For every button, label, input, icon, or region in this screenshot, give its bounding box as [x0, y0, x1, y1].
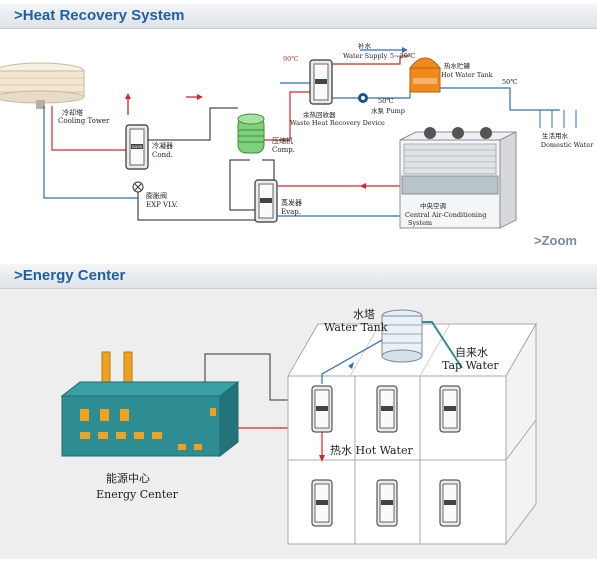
heat-recovery-diagram: 冷却塔 Cooling Tower BAYB 冷凝器 Cond. 膨胀阀 EXP… [0, 41, 594, 229]
ac-label-en1: Central Air-Conditioning [405, 211, 486, 219]
plate-exchanger-icon [439, 479, 461, 527]
pipe-tank-to-unit [321, 339, 383, 384]
central-ac-unit-icon [399, 127, 517, 229]
tank-label-cn: 热水贮罐 [444, 61, 471, 70]
plate-exchanger-icon [376, 385, 398, 433]
cond-label-cn: 冷凝器 [152, 141, 173, 150]
ac-label-cn: 中央空调 [420, 201, 446, 210]
energy-center-label-en: Energy Center [96, 488, 179, 501]
energy-center-diagram-panel: 能源中心 Energy Center 水塔 Water Tank 自来水 Tap… [0, 289, 597, 559]
domestic-label-cn: 生活用水 [542, 131, 569, 140]
pipe-tower-supply [51, 106, 130, 151]
pump-icon [358, 93, 368, 103]
cooling-tower-label-en: Cooling Tower [58, 117, 110, 125]
cooling-tower-icon [0, 62, 85, 109]
tap-water-label-en: Tap Water [442, 359, 499, 372]
temp-90-label: 90℃ [283, 55, 299, 63]
comp-label-en: Comp. [272, 146, 295, 154]
pipe-waste-tank [332, 55, 410, 65]
water-tank-label-en: Water Tank [324, 321, 388, 334]
cooling-tower-label-cn: 冷却塔 [62, 108, 83, 117]
comp-label-cn: 压缩机 [272, 136, 293, 145]
condenser-plate-icon: BAYB [125, 124, 149, 170]
cond-label-en: Cond. [152, 151, 173, 159]
energy-center-diagram: 能源中心 Energy Center 水塔 Water Tank 自来水 Tap… [60, 308, 537, 546]
evap-label-cn: 蒸发器 [281, 198, 302, 207]
exp-label-en: EXP VLV. [146, 201, 178, 209]
pipe-tap-water [422, 321, 463, 369]
hot-water-tank-icon [408, 57, 442, 93]
pipe-comp-waste [264, 91, 310, 141]
ac-label-en2: System [408, 219, 432, 227]
waste-label-en: Waste Heat Recovery Device [290, 119, 385, 127]
plate-exchanger-icon [439, 385, 461, 433]
compressor-icon [237, 113, 265, 154]
hot-water-label: 热水 Hot Water [330, 444, 413, 457]
energy-center-label-cn: 能源中心 [106, 471, 150, 485]
energy-center-building-icon [60, 351, 240, 458]
pipe-tower-return [43, 106, 138, 199]
temp-range-label: 5~20℃ [390, 52, 415, 60]
plate-exchanger-icon [311, 385, 333, 433]
heat-recovery-title: >Heat Recovery System [14, 7, 185, 24]
water-supply-label-en: Water Supply [343, 52, 388, 60]
waste-label-cn: 余热回收器 [303, 110, 336, 119]
plate-exchanger-icon [311, 479, 333, 527]
pipe-tank-domestic [440, 87, 560, 111]
tank-label-en: Hot Water Tank [441, 71, 493, 79]
pipe-exp-evap [137, 192, 262, 221]
heat-recovery-diagram-panel: 冷却塔 Cooling Tower BAYB 冷凝器 Cond. 膨胀阀 EXP… [0, 29, 597, 257]
domestic-label-en: Domestic Water [541, 141, 594, 149]
tap-water-label-cn: 自来水 [455, 346, 488, 359]
plate-mark: BAYB [132, 145, 142, 149]
evaporator-plate-icon [254, 179, 278, 223]
temp-50-pump-label: 50℃ [378, 97, 394, 105]
energy-center-title: >Energy Center [14, 267, 126, 284]
plate-exchanger-icon [376, 479, 398, 527]
pipe-evap-comp [229, 159, 262, 211]
pump-label: 水泵 Pump [371, 106, 405, 115]
water-tank-icon [381, 309, 423, 363]
evap-label-en: Evap. [281, 208, 301, 216]
water-tank-label-cn: 水塔 [353, 308, 375, 321]
domestic-water-taps-icon [539, 110, 577, 128]
waste-heat-plate-icon [309, 59, 333, 105]
temp-50-out-label: 50℃ [502, 78, 518, 86]
exp-label-cn: 膨胀阀 [146, 191, 167, 200]
zoom-link[interactable]: >Zoom [534, 233, 577, 248]
pipe-cond-comp [148, 107, 238, 141]
pipe-return [204, 353, 308, 401]
water-supply-label-cn: 补水 [358, 41, 372, 50]
section-header-heat-recovery: >Heat Recovery System [0, 4, 597, 29]
section-header-energy-center: >Energy Center [0, 264, 597, 289]
